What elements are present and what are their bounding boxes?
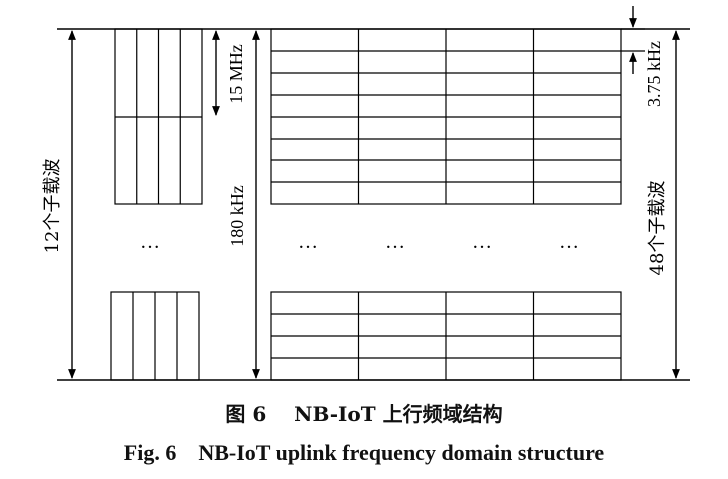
caption-en-number: Fig. 6 <box>123 440 177 465</box>
right-subcarrier-label: 48个子载波 <box>647 181 668 276</box>
left-grid-top <box>114 28 203 205</box>
left-subcarrier-label: 12个子载波 <box>42 159 63 254</box>
right-ellipsis-4: … <box>559 231 579 253</box>
bandwidth-label: 180 kHz <box>227 185 247 247</box>
right-ellipsis-3: … <box>472 231 492 253</box>
right-ellipsis-row: … … … … <box>298 231 579 253</box>
right-ellipsis-2: … <box>385 231 405 253</box>
caption-en-title: NB-IoT uplink frequency domain structure <box>198 440 605 465</box>
spacing-15-label: 15 MHz <box>226 44 246 104</box>
left-grid-bottom <box>110 291 200 381</box>
right-ellipsis-1: … <box>298 231 318 253</box>
caption-cn-title: NB-IoT 上行频域结构 <box>294 402 503 426</box>
spacing-375-label: 3.75 kHz <box>644 41 664 107</box>
left-ellipsis: … <box>140 231 160 253</box>
caption-cn-number: 图 6 <box>225 402 267 426</box>
right-grid-bottom <box>270 291 622 381</box>
right-grid-top <box>270 28 622 205</box>
caption-english: Fig. 6 NB-IoT uplink frequency domain st… <box>0 440 728 466</box>
caption-chinese: 图 6 NB-IoT 上行频域结构 <box>0 398 728 427</box>
